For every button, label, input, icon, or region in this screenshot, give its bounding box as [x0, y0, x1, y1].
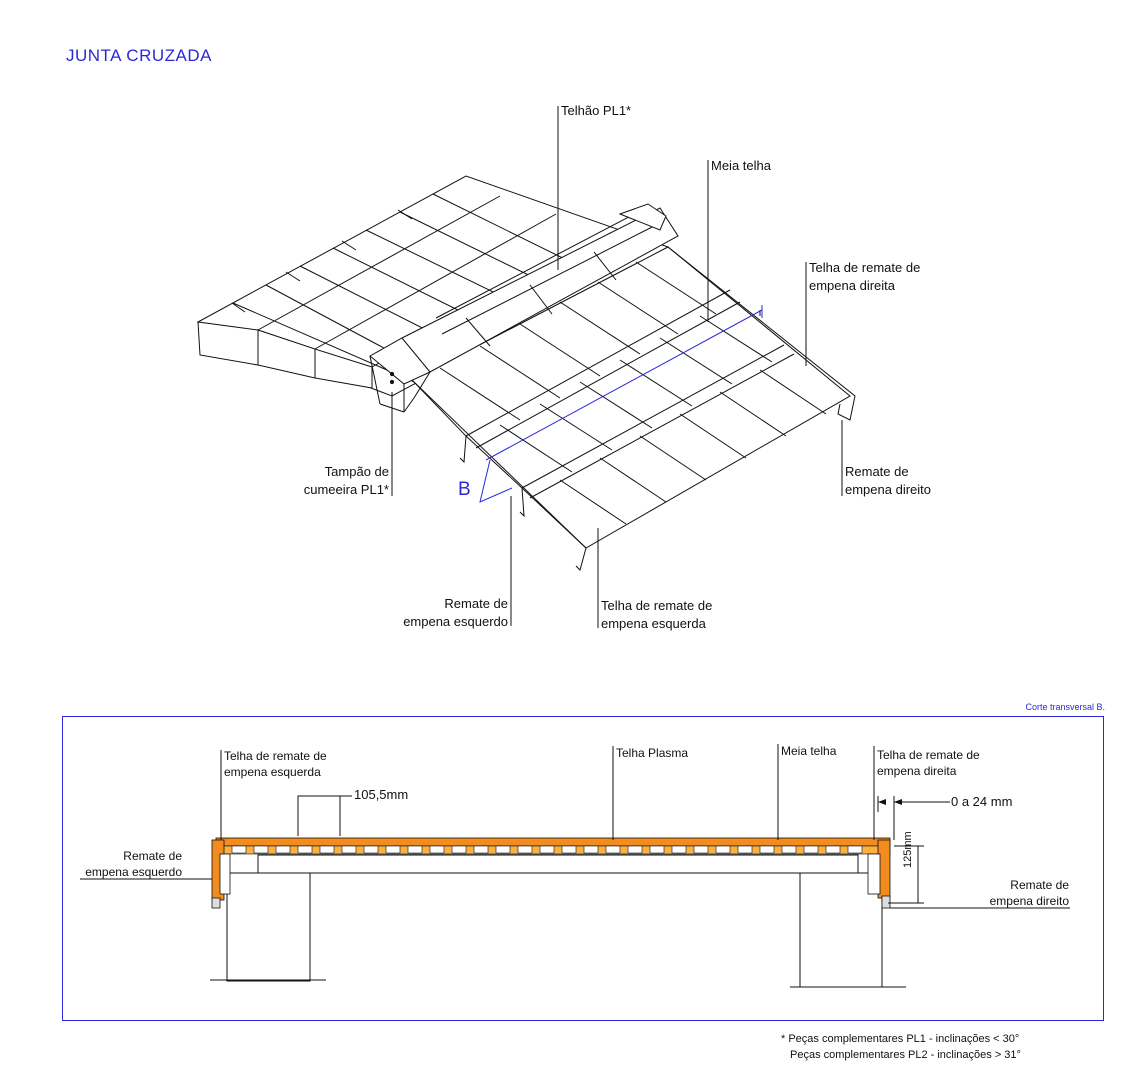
tile-cell	[451, 845, 467, 854]
label-telha-remate-direita: Telha de remate de empena direita	[809, 259, 920, 295]
tile-cell	[649, 845, 665, 854]
label-line-2: empena esquerdo	[85, 865, 182, 879]
tile-cell	[781, 845, 797, 854]
label-line-2: empena direita	[809, 278, 895, 293]
tile-cell	[759, 845, 775, 854]
label-line-2: empena direita	[877, 764, 957, 778]
dimension-overlap: 105,5mm	[354, 787, 409, 802]
tile-cell	[671, 845, 687, 854]
tile-cell	[429, 845, 445, 854]
tile-cell	[737, 845, 753, 854]
label-telhao: Telhão PL1*	[561, 103, 632, 118]
tile-cell	[847, 845, 863, 854]
footnote-line-2: Peças complementares PL2 - inclinações >…	[790, 1049, 1021, 1061]
tile-cell	[319, 845, 335, 854]
tile-cell	[715, 845, 731, 854]
label-line-1: Remate de	[444, 596, 508, 611]
section-frame	[62, 716, 1104, 1021]
page-title: JUNTA CRUZADA	[66, 46, 212, 65]
label-line-1: Remate de	[123, 849, 182, 863]
label-line-2: empena esquerda	[224, 765, 321, 779]
section-label-remate-esquerdo: Remate de empena esquerdo	[60, 848, 182, 880]
tile-cell	[297, 845, 313, 854]
tile-cell	[253, 845, 269, 854]
label-line-2: empena direito	[989, 894, 1069, 908]
dimension-gap: 0 a 24 mm	[951, 794, 1013, 809]
label-line-2: empena direito	[845, 482, 931, 497]
label-line-1: Remate de	[845, 464, 909, 479]
tile-cell	[517, 845, 533, 854]
label-line-1: Telha de remate de	[877, 748, 980, 762]
label-line-1: Tampão de	[324, 464, 389, 479]
label-meia-telha: Meia telha	[711, 158, 771, 173]
label-line-1: Telha de remate de	[809, 260, 921, 275]
tile-cell	[473, 845, 489, 854]
label-line-1: Telha de remate de	[224, 749, 327, 763]
section-label-remate-direito: Remate de empena direito	[950, 877, 1069, 909]
footnote: * Peças complementares PL1 - inclinações…	[781, 1031, 1021, 1063]
label-line-1: Telha de remate de	[601, 598, 713, 613]
tile-cell	[363, 845, 379, 854]
section-label-telha-remate-direita: Telha de remate de empena direita	[877, 747, 980, 779]
tile-cell	[693, 845, 709, 854]
section-mark-b: B	[458, 479, 471, 500]
roof-perspective-drawing	[196, 106, 856, 628]
tile-cell	[275, 845, 291, 854]
tile-cell	[495, 845, 511, 854]
label-remate-direito: Remate de empena direito	[845, 463, 931, 499]
label-line-2: empena esquerda	[601, 616, 706, 631]
label-line-1: Remate de	[1010, 878, 1069, 892]
tile-cell	[231, 845, 247, 854]
section-label-telha-plasma: Telha Plasma	[616, 746, 689, 760]
tile-cell	[605, 845, 621, 854]
tile-cell	[561, 845, 577, 854]
label-line-2: cumeeira PL1*	[303, 482, 389, 497]
tile-cell	[539, 845, 555, 854]
tile-cell	[627, 845, 643, 854]
section-label-telha-remate-esquerda: Telha de remate de empena esquerda	[224, 748, 327, 780]
section-caption: Corte transversal B.	[1025, 702, 1105, 712]
section-label-meia-telha: Meia telha	[781, 744, 837, 758]
tile-cell	[803, 845, 819, 854]
tile-cell	[385, 845, 401, 854]
tile-cell	[583, 845, 599, 854]
label-telha-remate-esquerda: Telha de remate de empena esquerda	[601, 597, 712, 633]
footnote-line-1: * Peças complementares PL1 - inclinações…	[781, 1033, 1020, 1045]
label-tampao: Tampão de cumeeira PL1*	[290, 463, 389, 499]
tile-cell	[407, 845, 423, 854]
tile-cell	[825, 845, 841, 854]
tile-cell	[341, 845, 357, 854]
dimension-height: 125mm	[902, 831, 914, 868]
label-line-2: empena esquerdo	[403, 614, 508, 629]
label-remate-esquerdo: Remate de empena esquerdo	[388, 595, 508, 631]
